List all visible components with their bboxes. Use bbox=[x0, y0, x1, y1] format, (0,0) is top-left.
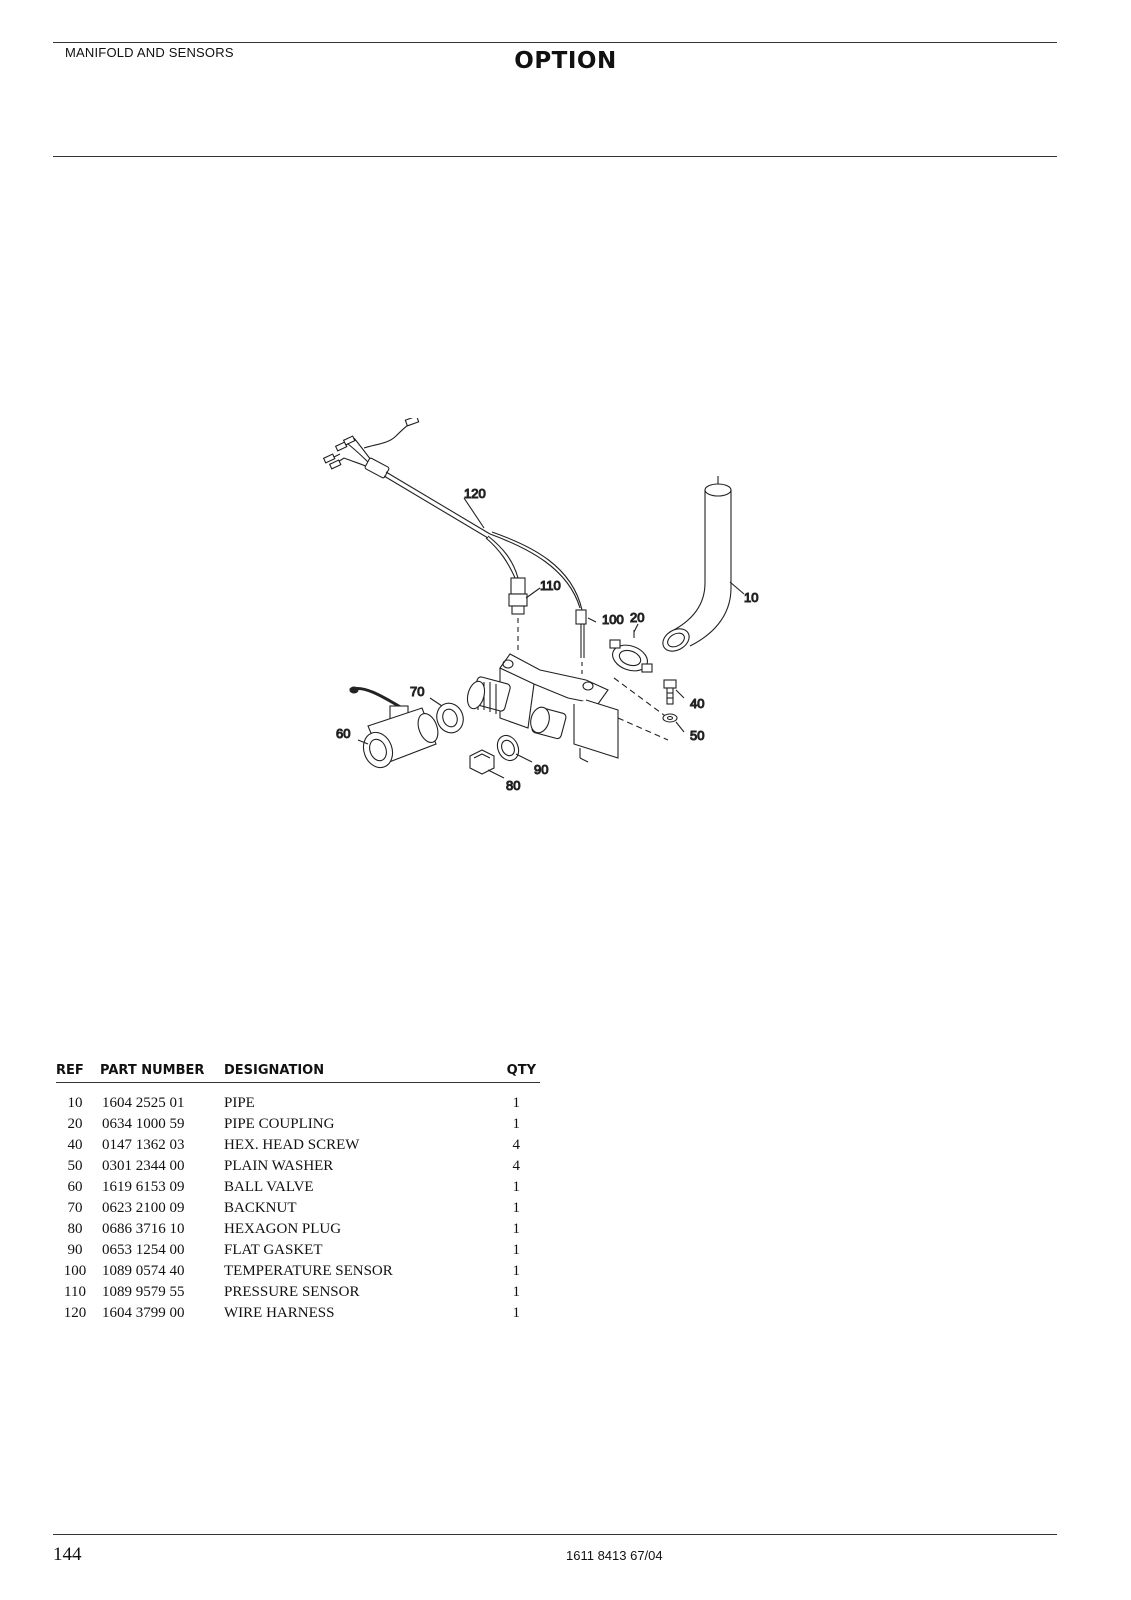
ref-cell: 70 bbox=[67, 1200, 83, 1216]
part-number-cell: 0653 1254 00 bbox=[102, 1242, 185, 1258]
wire-harness-drawing bbox=[322, 418, 583, 611]
callout-60: 60 bbox=[336, 726, 350, 741]
part-number-cell: 0686 3716 10 bbox=[102, 1221, 185, 1237]
ref-cell: 90 bbox=[67, 1242, 83, 1258]
designation-cell: WIRE HARNESS bbox=[224, 1305, 335, 1321]
designation-cell: BACKNUT bbox=[224, 1200, 297, 1216]
table-row: 100 1089 0574 40 TEMPERATURE SENSOR 1 bbox=[56, 1261, 540, 1282]
part-number-cell: 1089 9579 55 bbox=[102, 1284, 185, 1300]
designation-cell: PLAIN WASHER bbox=[224, 1158, 334, 1174]
callout-70: 70 bbox=[410, 684, 424, 699]
part-number-cell: 0634 1000 59 bbox=[102, 1116, 185, 1132]
column-header-part-number: PART NUMBER bbox=[100, 1060, 224, 1083]
part-number-cell: 0623 2100 09 bbox=[102, 1200, 185, 1216]
part-number-cell: 1604 3799 00 bbox=[102, 1305, 185, 1321]
backnut-drawing bbox=[436, 702, 464, 734]
hexagon-plug-drawing bbox=[469, 749, 495, 775]
temperature-sensor-drawing bbox=[575, 609, 587, 676]
table-row: 70 0623 2100 09 BACKNUT 1 bbox=[56, 1198, 540, 1219]
callout-80: 80 bbox=[506, 778, 520, 793]
header-bottom-rule bbox=[53, 156, 1057, 157]
ref-cell: 10 bbox=[67, 1095, 83, 1111]
callout-50: 50 bbox=[690, 728, 704, 743]
header-top-rule bbox=[53, 42, 1057, 43]
designation-cell: BALL VALVE bbox=[224, 1179, 314, 1195]
designation-cell: HEXAGON PLUG bbox=[224, 1221, 342, 1237]
ref-cell: 60 bbox=[67, 1179, 83, 1195]
callout-110: 110 bbox=[540, 578, 561, 593]
document-number: 1611 8413 67/04 bbox=[566, 1548, 663, 1563]
qty-cell: 4 bbox=[512, 1137, 521, 1153]
table-row: 50 0301 2344 00 PLAIN WASHER 4 bbox=[56, 1156, 540, 1177]
ref-cell: 80 bbox=[67, 1221, 83, 1237]
designation-cell: HEX. HEAD SCREW bbox=[224, 1137, 360, 1153]
ball-valve-drawing bbox=[349, 686, 439, 769]
table-row: 120 1604 3799 00 WIRE HARNESS 1 bbox=[56, 1303, 540, 1324]
qty-cell: 1 bbox=[512, 1305, 521, 1321]
callout-leader-lines bbox=[357, 497, 685, 779]
part-number-cell: 1604 2525 01 bbox=[102, 1095, 185, 1111]
qty-cell: 1 bbox=[512, 1200, 521, 1216]
ref-cell: 110 bbox=[64, 1284, 86, 1300]
designation-cell: PRESSURE SENSOR bbox=[224, 1284, 360, 1300]
pipe-coupling-drawing bbox=[609, 630, 653, 673]
qty-cell: 1 bbox=[512, 1116, 521, 1132]
plain-washer-drawing bbox=[662, 713, 678, 723]
ref-cell: 40 bbox=[67, 1137, 83, 1153]
designation-cell: TEMPERATURE SENSOR bbox=[224, 1263, 393, 1279]
exploded-view-drawing: 120 110 100 20 10 70 60 40 50 90 80 bbox=[318, 418, 778, 823]
qty-cell: 1 bbox=[512, 1221, 521, 1237]
table-row: 90 0653 1254 00 FLAT GASKET 1 bbox=[56, 1240, 540, 1261]
ref-cell: 50 bbox=[67, 1158, 83, 1174]
qty-cell: 1 bbox=[512, 1284, 521, 1300]
callout-90: 90 bbox=[534, 762, 548, 777]
ref-cell: 100 bbox=[63, 1263, 87, 1279]
manifold-block-drawing bbox=[466, 653, 669, 763]
callout-40: 40 bbox=[690, 696, 704, 711]
table-row: 80 0686 3716 10 HEXAGON PLUG 1 bbox=[56, 1219, 540, 1240]
table-row: 10 1604 2525 01 PIPE 1 bbox=[56, 1093, 540, 1114]
qty-cell: 1 bbox=[512, 1179, 521, 1195]
footer-rule bbox=[53, 1534, 1057, 1535]
section-title: MANIFOLD AND SENSORS bbox=[65, 45, 234, 60]
part-number-cell: 0147 1362 03 bbox=[102, 1137, 185, 1153]
qty-cell: 4 bbox=[512, 1158, 521, 1174]
hex-screw-drawing bbox=[663, 679, 677, 705]
column-header-qty: QTY bbox=[487, 1060, 540, 1083]
page-number: 144 bbox=[53, 1544, 82, 1565]
table-row: 40 0147 1362 03 HEX. HEAD SCREW 4 bbox=[56, 1135, 540, 1156]
part-number-cell: 0301 2344 00 bbox=[102, 1158, 185, 1174]
flat-gasket-drawing bbox=[496, 734, 520, 762]
table-row: 20 0634 1000 59 PIPE COUPLING 1 bbox=[56, 1114, 540, 1135]
designation-cell: PIPE bbox=[224, 1095, 255, 1111]
ref-cell: 120 bbox=[63, 1305, 87, 1321]
qty-cell: 1 bbox=[512, 1242, 521, 1258]
table-row: 110 1089 9579 55 PRESSURE SENSOR 1 bbox=[56, 1282, 540, 1303]
qty-cell: 1 bbox=[512, 1263, 521, 1279]
designation-cell: FLAT GASKET bbox=[224, 1242, 323, 1258]
callout-120: 120 bbox=[464, 486, 486, 501]
parts-table-header: REF PART NUMBER DESIGNATION QTY bbox=[56, 1060, 540, 1083]
page-heading: OPTION bbox=[514, 48, 617, 74]
qty-cell: 1 bbox=[512, 1095, 521, 1111]
column-header-ref: REF bbox=[56, 1060, 100, 1083]
callout-10: 10 bbox=[744, 590, 758, 605]
ref-cell: 20 bbox=[67, 1116, 83, 1132]
part-number-cell: 1619 6153 09 bbox=[102, 1179, 185, 1195]
designation-cell: PIPE COUPLING bbox=[224, 1116, 335, 1132]
part-number-cell: 1089 0574 40 bbox=[102, 1263, 185, 1279]
column-header-designation: DESIGNATION bbox=[224, 1060, 488, 1083]
table-row: 60 1619 6153 09 BALL VALVE 1 bbox=[56, 1177, 540, 1198]
callout-20: 20 bbox=[630, 610, 644, 625]
callout-100: 100 bbox=[602, 612, 624, 627]
pressure-sensor-drawing bbox=[508, 577, 528, 654]
pipe-drawing bbox=[662, 476, 745, 652]
